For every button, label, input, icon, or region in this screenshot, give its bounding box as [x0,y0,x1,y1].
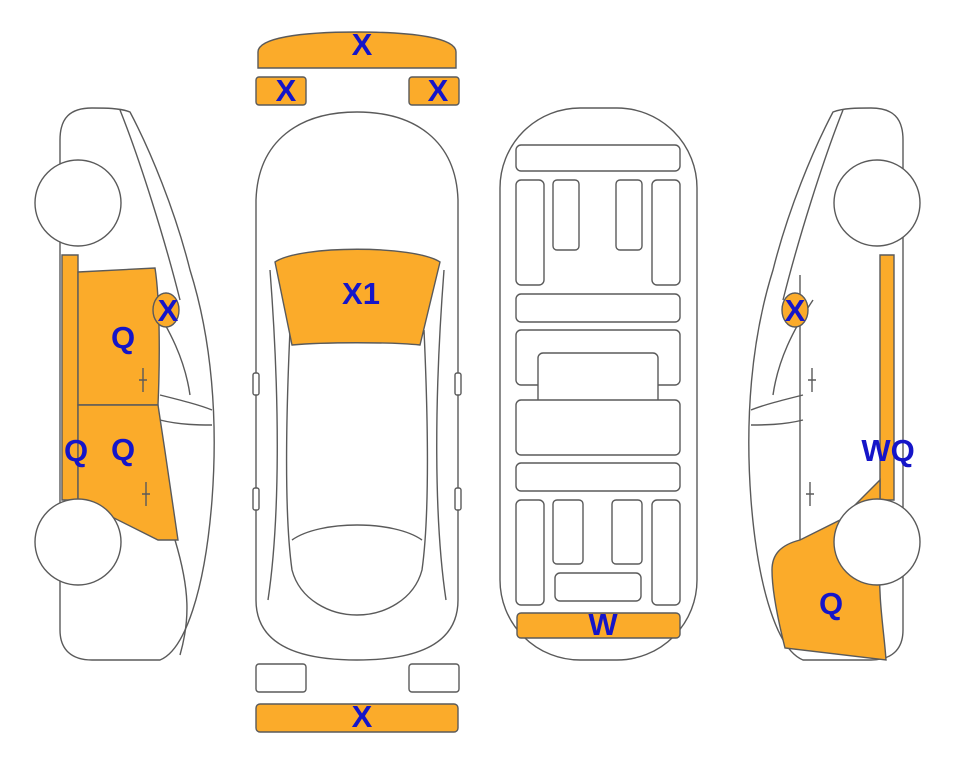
front-light-right-panel [408,76,460,106]
right-sill-panel [879,254,895,501]
underbody-rear-label: W [588,607,618,642]
underbody-view: W [499,107,698,661]
rear-bumper-label: X [352,699,373,734]
left-front-wheel [34,159,122,247]
front-light-left-panel [255,76,307,106]
windshield-panel [274,248,441,346]
underbody-rear-panel [516,612,681,639]
left-front-door-label: Q [111,320,135,355]
right-mirror-label: X [785,293,806,328]
front-bumper-label: X [352,27,373,62]
top-view: X X X X1 X [252,27,462,734]
right-side-view: X WQ Q [748,107,921,661]
right-mirror-panel [781,292,809,328]
left-rear-wheel [34,498,122,586]
right-sill-label: WQ [861,433,914,468]
left-sill-label: Q [64,433,88,468]
right-rear-quarter-label: Q [819,586,843,621]
left-mirror-panel [152,292,180,328]
front-bumper-panel [257,31,457,69]
front-light-left-label: X [276,73,297,108]
top-view-body [255,111,459,661]
left-rear-door-label: Q [111,432,135,467]
windshield-label: X1 [342,276,380,311]
left-side-view: X Q Q Q [34,107,215,661]
right-front-wheel [833,159,921,247]
front-light-right-label: X [428,73,449,108]
left-mirror-label: X [158,293,179,328]
rear-bumper-panel [255,703,459,733]
right-rear-wheel [833,498,921,586]
rear-light-right [408,663,460,693]
rear-light-left [255,663,307,693]
